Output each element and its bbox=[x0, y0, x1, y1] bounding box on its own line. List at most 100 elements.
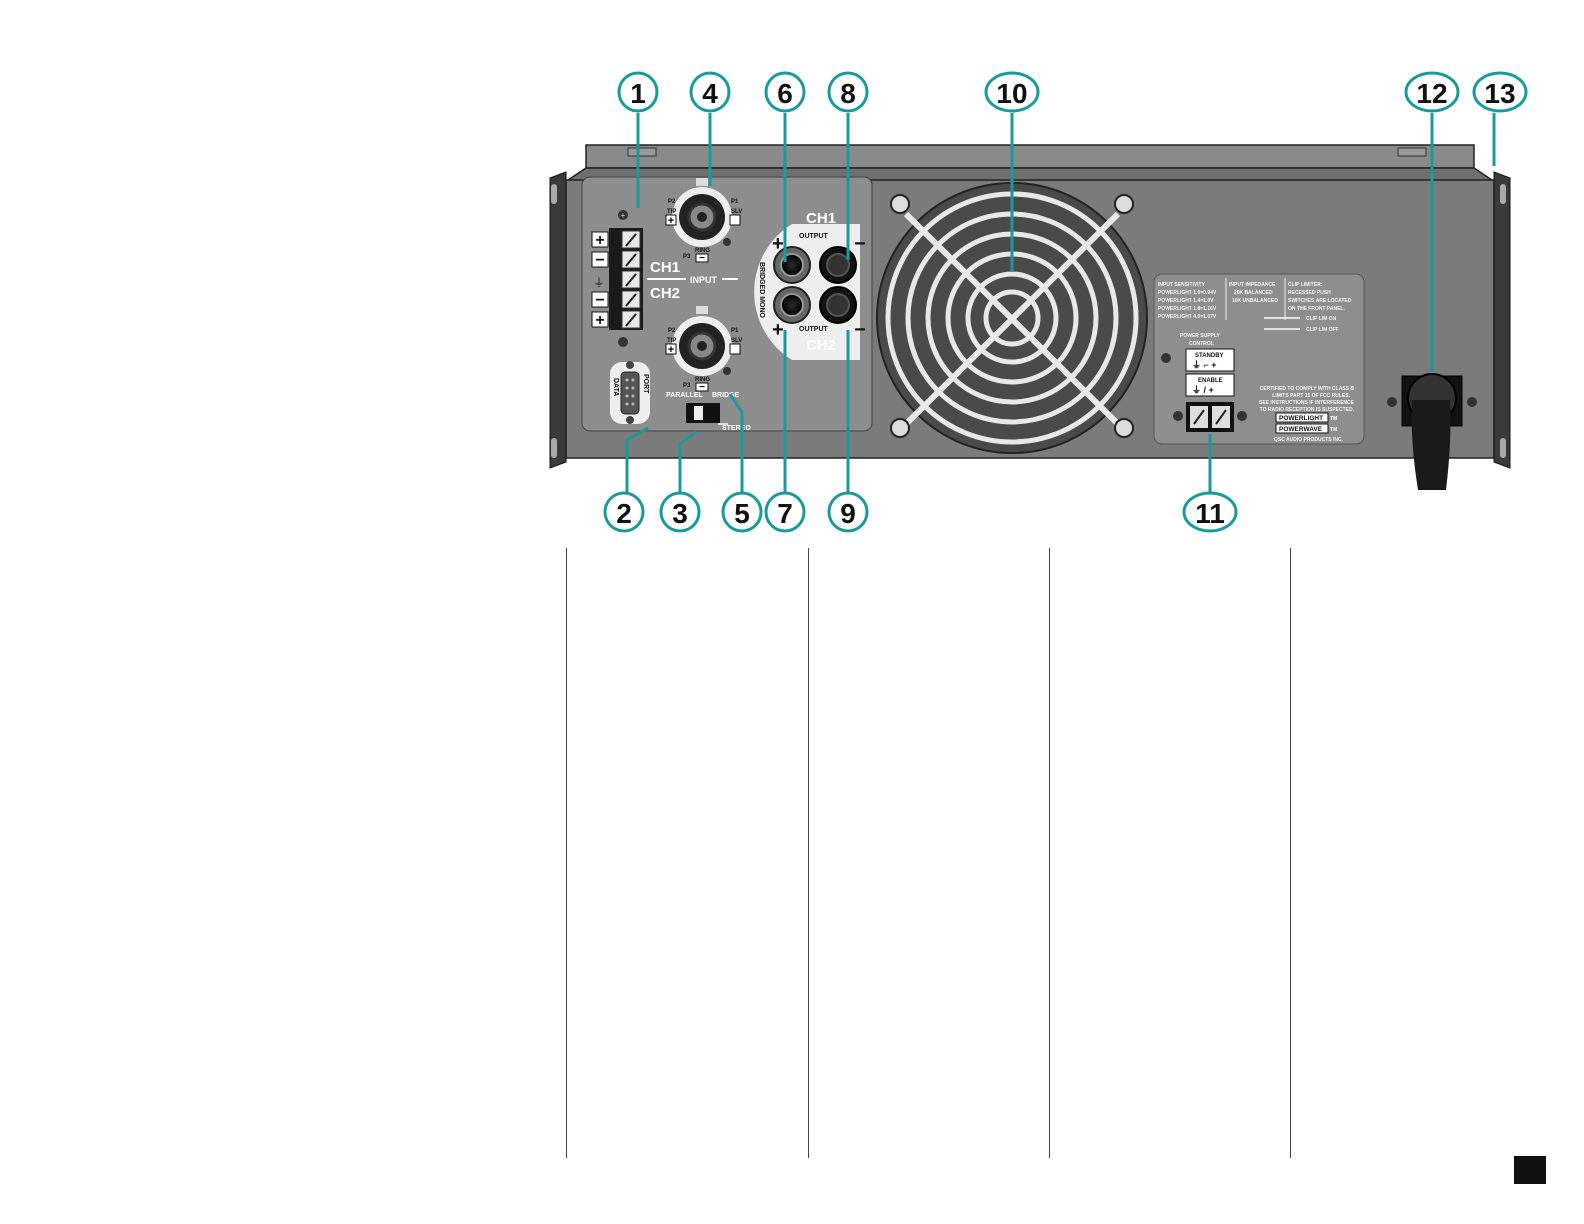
output-ch1-label: CH1 bbox=[806, 210, 836, 227]
svg-text:10: 10 bbox=[996, 78, 1027, 109]
brand-powerlight-tm: TM bbox=[1330, 416, 1337, 422]
svg-text:TIP: TIP bbox=[667, 209, 676, 215]
svg-text:+: + bbox=[668, 215, 674, 227]
spec-col1-line2: POWERLIGHT 1.0=0.94V bbox=[1158, 290, 1217, 296]
spec-col3-line4: ON THE FRONT PANEL. bbox=[1288, 306, 1345, 312]
cert-line2: LIMITS PART 15 OF FCC RULES. bbox=[1272, 393, 1350, 399]
stereo-label: STEREO bbox=[722, 425, 751, 432]
spec-col1-line3: POWERLIGHT 1.4=1.0V bbox=[1158, 298, 1214, 304]
svg-text:RING: RING bbox=[695, 248, 710, 254]
svg-text:6: 6 bbox=[777, 78, 793, 109]
standby-label: STANDBY bbox=[1195, 353, 1224, 359]
svg-text:+: + bbox=[772, 319, 784, 341]
spec-col1-line5: POWERLIGHT 4.0=1.07V bbox=[1158, 314, 1217, 320]
svg-text:+: + bbox=[595, 312, 604, 329]
barrier-strip-input: + +− −+ ⏚ bbox=[591, 210, 643, 347]
svg-text:9: 9 bbox=[840, 498, 856, 529]
psc-control-label: CONTROL bbox=[1189, 341, 1214, 347]
svg-text:TIP: TIP bbox=[667, 338, 676, 344]
clip-off-label: CLIP LIM OFF bbox=[1306, 327, 1339, 333]
svg-text:−: − bbox=[595, 252, 604, 269]
bridge-label: BRIDGE bbox=[712, 392, 740, 399]
spec-col3-line3: SWITCHES ARE LOCATED bbox=[1288, 298, 1352, 304]
enable-label: ENABLE bbox=[1198, 378, 1223, 384]
callout-6: 6 bbox=[764, 71, 806, 113]
cert-line4: TO RADIO RECEPTION IS SUSPECTED. bbox=[1260, 407, 1355, 413]
input-labels: CH1 INPUT CH2 bbox=[647, 259, 738, 302]
svg-text:SLV: SLV bbox=[731, 209, 742, 215]
spec-label-plate: INPUT SENSITIVITY POWERLIGHT 1.0=0.94V P… bbox=[1153, 273, 1365, 445]
psc-terminal bbox=[1173, 402, 1247, 432]
input-label: INPUT bbox=[690, 275, 718, 285]
column-divider-1 bbox=[566, 548, 567, 1158]
brand-powerwave-tm: TM bbox=[1330, 427, 1337, 433]
brand-powerwave: POWERWAVE bbox=[1279, 426, 1323, 433]
callout-2: 2 bbox=[603, 491, 645, 533]
callout-1: 1 bbox=[617, 71, 659, 113]
callout-badges: 1 4 6 8 10 12 13 2 3 5 7 9 11 bbox=[603, 71, 1528, 533]
spec-col2-line3: 10K UNBALANCED bbox=[1232, 298, 1278, 304]
maker-label: QSC AUDIO PRODUCTS INC. bbox=[1274, 437, 1344, 443]
svg-text:1: 1 bbox=[630, 78, 646, 109]
callout-13: 13 bbox=[1472, 71, 1528, 113]
svg-text:12: 12 bbox=[1416, 78, 1447, 109]
svg-text:−: − bbox=[854, 319, 866, 341]
svg-text:8: 8 bbox=[840, 78, 856, 109]
mode-switch: PARALLEL BRIDGE STEREO bbox=[666, 392, 751, 432]
callout-9: 9 bbox=[827, 491, 869, 533]
spec-col3-line2: RECESSED PUSH bbox=[1288, 290, 1331, 296]
cert-line3: SEE INSTRUCTIONS IF INTERFERENCE bbox=[1259, 400, 1355, 406]
binding-post-ch1-minus bbox=[819, 246, 857, 284]
svg-text:4: 4 bbox=[702, 78, 718, 109]
leader-lines bbox=[625, 113, 1496, 492]
svg-text:5: 5 bbox=[734, 498, 750, 529]
output-ch2-label: CH2 bbox=[806, 337, 836, 354]
spec-col2-line1: INPUT IMPEDANCE bbox=[1229, 282, 1276, 288]
xlr-combo-jack-ch1: P2 TIP P1 SLV RING P3 + − bbox=[665, 178, 742, 264]
power-cord bbox=[1387, 373, 1477, 490]
svg-text:+: + bbox=[621, 211, 626, 220]
callout-10: 10 bbox=[984, 71, 1040, 113]
svg-text:13: 13 bbox=[1484, 78, 1515, 109]
port-label: PORT bbox=[642, 374, 649, 394]
svg-text:+: + bbox=[595, 232, 604, 249]
input-ch2-label: CH2 bbox=[650, 285, 680, 302]
svg-text:−: − bbox=[854, 233, 866, 255]
callout-11: 11 bbox=[1182, 491, 1238, 533]
svg-text:P2: P2 bbox=[668, 328, 676, 334]
svg-text:SLV: SLV bbox=[731, 338, 742, 344]
svg-text:−: − bbox=[595, 292, 604, 309]
spec-col1-line1: INPUT SENSITIVITY bbox=[1158, 282, 1206, 288]
cert-line1: CERTIFIED TO COMPLY WITH CLASS B bbox=[1260, 386, 1355, 392]
column-divider-3 bbox=[1049, 548, 1050, 1158]
bridged-mono-label: BRIDGED MONO bbox=[758, 262, 765, 319]
page-marker bbox=[1514, 1156, 1546, 1184]
callout-4: 4 bbox=[689, 71, 731, 113]
svg-text:P3: P3 bbox=[683, 383, 691, 389]
binding-post-ch2-minus bbox=[819, 286, 857, 324]
column-divider-2 bbox=[808, 548, 809, 1158]
column-divider-4 bbox=[1290, 548, 1291, 1158]
svg-text:−: − bbox=[699, 253, 705, 264]
left-rack-ear bbox=[549, 171, 567, 469]
binding-post-ch2-plus bbox=[773, 286, 811, 324]
svg-text:+: + bbox=[668, 344, 674, 356]
xlr-combo-jack-ch2: P2 TIP P1 SLV RING P3 + − bbox=[665, 306, 742, 393]
callout-12: 12 bbox=[1404, 71, 1460, 113]
svg-text:+: + bbox=[772, 233, 784, 255]
data-label: DATA bbox=[612, 378, 619, 396]
svg-text:2: 2 bbox=[616, 498, 632, 529]
psc-label: POWER SUPPLY bbox=[1180, 333, 1220, 339]
svg-text:−: − bbox=[699, 382, 705, 393]
output-section: CH1 OUTPUT OUTPUT CH2 +− +− BRIDGED MONO bbox=[754, 210, 866, 360]
svg-text:RING: RING bbox=[695, 377, 710, 383]
svg-text:7: 7 bbox=[777, 498, 793, 529]
fan-screw bbox=[890, 194, 1134, 438]
output-ch2-output: OUTPUT bbox=[799, 326, 829, 333]
callout-5: 5 bbox=[721, 491, 763, 533]
parallel-label: PARALLEL bbox=[666, 392, 704, 399]
callout-3: 3 bbox=[659, 491, 701, 533]
data-port: DATA PORT bbox=[610, 361, 650, 424]
svg-text:P3: P3 bbox=[683, 254, 691, 260]
